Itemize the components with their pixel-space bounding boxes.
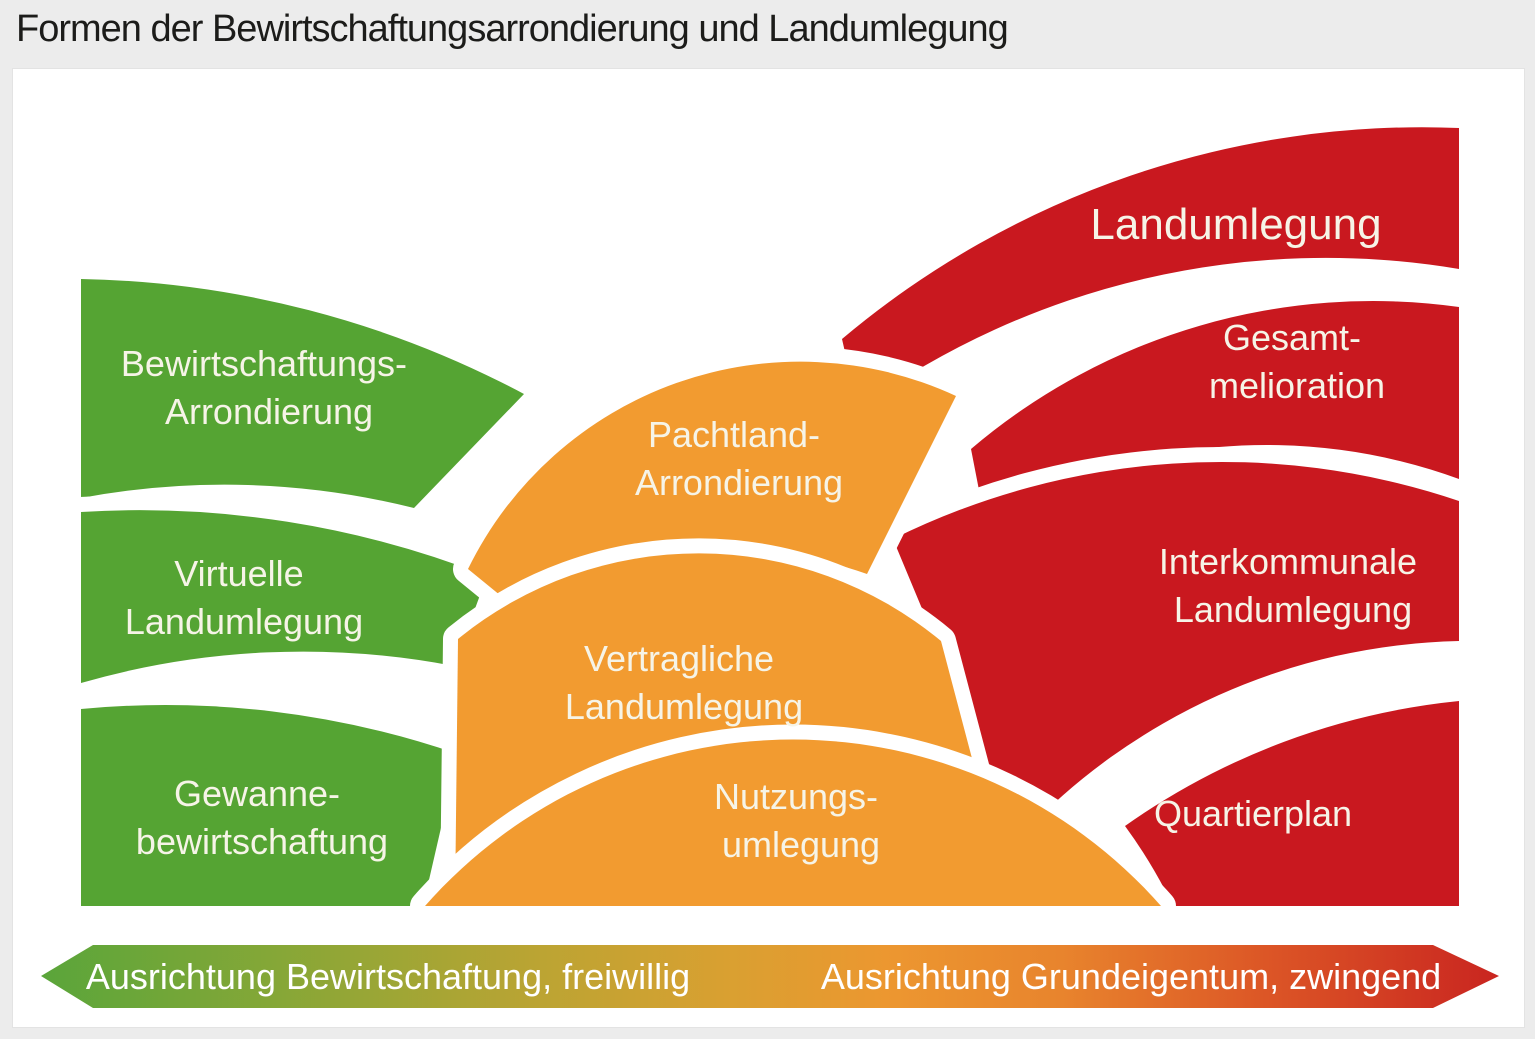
axis-arrow bbox=[41, 945, 1499, 1008]
label-gewannebewirtschaftung: Gewanne- bewirtschaftung bbox=[136, 773, 388, 862]
diagram-panel: Bewirtschaftungs- Arrondierung Virtuelle… bbox=[12, 68, 1525, 1028]
axis-label-left: Ausrichtung Bewirtschaftung, freiwillig bbox=[86, 956, 690, 997]
page-title: Formen der Bewirtschaftungsarrondierung … bbox=[16, 8, 1009, 50]
label-interkommunale-landumlegung: Interkommunale Landumlegung bbox=[1159, 541, 1427, 630]
shape-virtuelle-landumlegung bbox=[66, 495, 502, 698]
label-pachtland-arrondierung: Pachtland- Arrondierung bbox=[635, 414, 843, 503]
label-quartierplan: Quartierplan bbox=[1154, 793, 1352, 834]
label-nutzungsumlegung: Nutzungs- umlegung bbox=[714, 776, 888, 865]
label-vertragliche-landumlegung: Vertragliche Landumlegung bbox=[565, 638, 803, 727]
label-gesamtmelioration: Gesamt- melioration bbox=[1209, 317, 1385, 406]
shape-quartierplan bbox=[1110, 686, 1474, 921]
shape-nutzungsumlegung bbox=[410, 724, 1176, 921]
label-landumlegung: Landumlegung bbox=[1090, 200, 1381, 249]
shape-bewirtschaftungs-arrondierung bbox=[66, 264, 539, 523]
label-bewirtschaftungs-arrondierung: Bewirtschaftungs- Arrondierung bbox=[121, 343, 417, 432]
diagram-canvas: Bewirtschaftungs- Arrondierung Virtuelle… bbox=[41, 112, 1499, 1008]
label-virtuelle-landumlegung: Virtuelle Landumlegung bbox=[125, 553, 363, 642]
axis-label-right: Ausrichtung Grundeigentum, zwingend bbox=[821, 956, 1441, 997]
